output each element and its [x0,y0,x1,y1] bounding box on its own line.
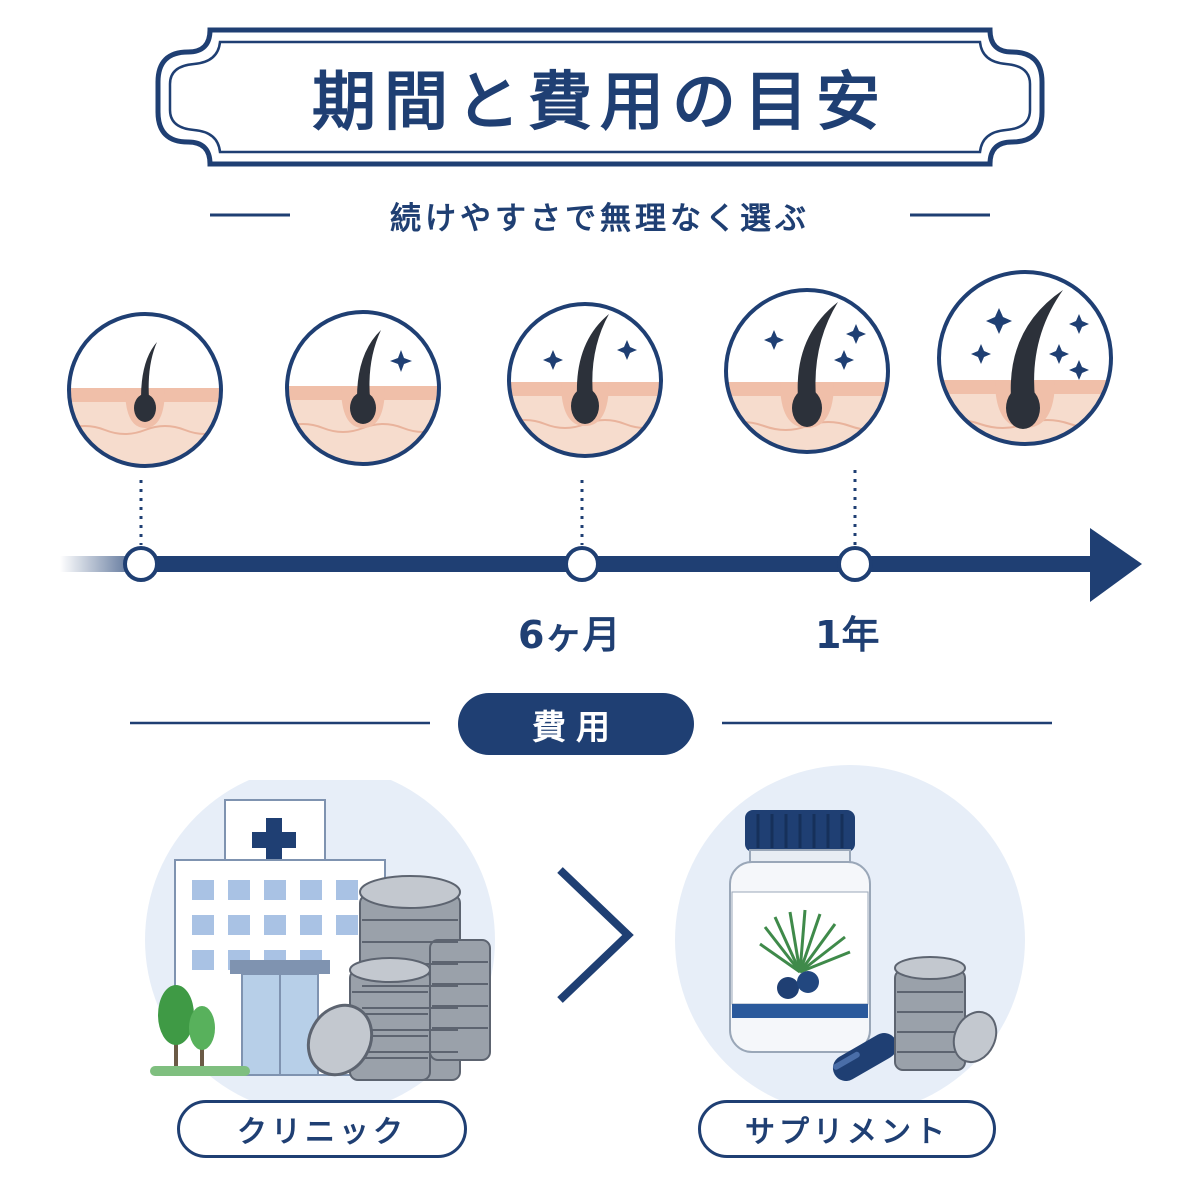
stage-4-hair-follicle-icon [724,288,890,454]
capsule-icon [832,1033,898,1081]
stage-1-hair-follicle-icon [67,312,223,468]
coin-stack-icon [306,875,491,1081]
page-title: 期間と費用の目安 [312,66,888,140]
subtitle: 続けやすさで無理なく選ぶ [390,200,810,237]
timeline-label-1-year: 1年 [815,613,880,657]
supplement-bottle-icon [675,765,1025,1102]
cost-heading-rules [130,721,1052,725]
cost-heading: 費用 [458,693,694,755]
coin-stack-icon [894,956,998,1071]
stage-2-hair-follicle-icon [285,310,441,466]
clinic-hospital-icon [145,780,495,1100]
subtitle-rules [210,213,990,217]
timeline-arrow [60,470,1142,602]
title-frame [155,27,1045,167]
stage-5-hair-follicle-icon [937,270,1113,446]
greater-than-icon [557,867,634,1003]
stage-3-hair-follicle-icon [507,302,663,458]
supplement-label: サプリメント [698,1100,996,1158]
timeline-label-6-months: 6ヶ月 [518,613,621,657]
clinic-label: クリニック [177,1100,467,1158]
